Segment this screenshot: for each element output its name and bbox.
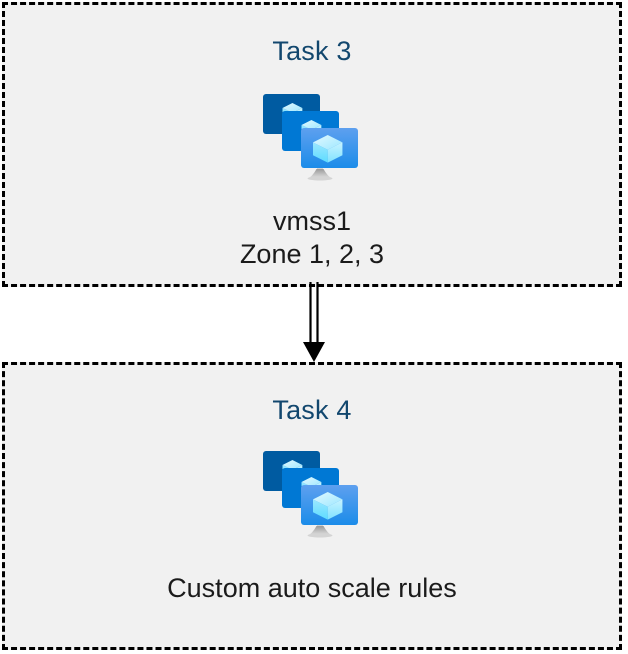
task-box-task4[interactable]: Task 4 (2, 362, 622, 650)
virtual-machine-scale-set-icon (263, 451, 358, 538)
task-box-task3[interactable]: Task 3 (2, 2, 622, 287)
connector-task3-to-task4 (294, 282, 334, 364)
task3-icon-wrapper (257, 89, 367, 185)
task4-caption-line-1: Custom auto scale rules (167, 573, 457, 603)
double-line-arrow-icon (303, 282, 325, 362)
task4-caption: Custom auto scale rules (5, 572, 619, 605)
task3-caption-line-1: vmss1 (272, 206, 351, 236)
task4-icon-wrapper (257, 446, 367, 542)
task4-title: Task 4 (272, 395, 352, 425)
task3-caption-line-2: Zone 1, 2, 3 (239, 238, 385, 269)
task3-caption: vmss1 Zone 1, 2, 3 (5, 205, 619, 271)
virtual-machine-scale-set-icon (263, 94, 358, 181)
task3-title: Task 3 (272, 36, 352, 66)
